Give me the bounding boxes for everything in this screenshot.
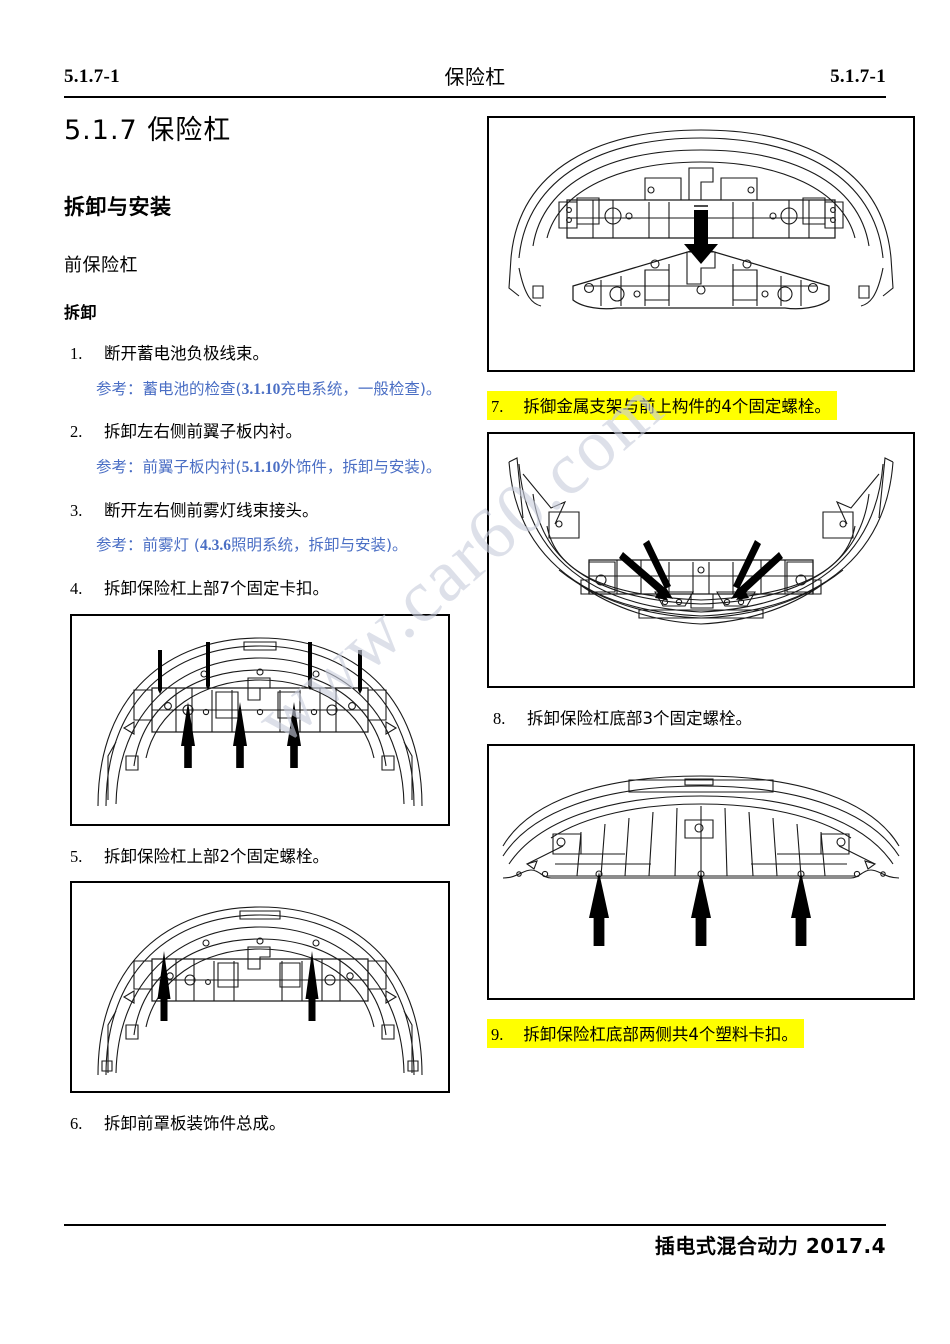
step-text: 拆卸左右侧前翼子板内衬。: [104, 422, 302, 442]
heading-front-bumper: 前保险杠: [64, 255, 138, 276]
step-number: 4.: [70, 578, 83, 598]
step-number: 5.: [70, 846, 83, 866]
figure-top-right: [487, 116, 915, 372]
reference-note[interactable]: 参考：前雾灯 (4.3.6照明系统，拆卸与安装)。: [64, 534, 464, 558]
figure-step4: [70, 613, 450, 826]
reference-note[interactable]: 参考：蓄电池的检查(3.1.10充电系统，一般检查)。: [64, 378, 464, 402]
step-text: 拆卸保险杠上部7个固定卡扣。: [104, 578, 329, 598]
step-item: 1. 断开蓄电池负极线束。: [64, 342, 464, 367]
heading-removal-install: 拆卸与安装: [64, 195, 172, 219]
step-text: 断开蓄电池负极线束。: [104, 344, 269, 363]
step-item: 6. 拆卸前罩板装饰件总成。: [64, 1112, 464, 1137]
step-item: 4. 拆卸保险杠上部7个固定卡扣。: [64, 577, 464, 602]
step-item: 2. 拆卸左右侧前翼子板内衬。: [64, 420, 464, 445]
step-item: 5. 拆卸保险杠上部2个固定螺栓。: [64, 845, 464, 870]
step-text: 拆卸保险杠底部3个固定螺栓。: [527, 709, 752, 728]
step-item: 8. 拆卸保险杠底部3个固定螺栓。: [487, 707, 917, 732]
step-number: 6.: [70, 1114, 83, 1134]
step-item: 3. 断开左右侧前雾灯线束接头。: [64, 499, 464, 524]
left-column: 5.1.7 保险杠 拆卸与安装 前保险杠 拆卸 1. 断开蓄电池负极线束。 参考…: [64, 104, 464, 1137]
step-text: 拆卸保险杠上部2个固定螺栓。: [104, 846, 329, 866]
heading-removal: 拆卸: [64, 303, 98, 322]
step-number: 1.: [70, 344, 83, 363]
footer-rule: [64, 1224, 886, 1226]
reference-prefix: 参考：前翼子板内衬(: [96, 458, 242, 477]
step-7-wrapper: 7. 拆御金属支架与前上构件的4个固定螺栓。: [487, 391, 917, 420]
step-item-highlighted: 7. 拆御金属支架与前上构件的4个固定螺栓。: [487, 391, 837, 420]
step-number: 8.: [493, 709, 506, 728]
reference-code: 3.1.10: [241, 380, 281, 398]
step-text: 拆御金属支架与前上构件的4个固定螺栓。: [523, 397, 831, 416]
step-number: 3.: [70, 500, 83, 520]
reference-code: 5.1.10: [241, 459, 281, 477]
right-column: 7. 拆御金属支架与前上构件的4个固定螺栓。: [487, 104, 917, 1048]
step-number: 9.: [491, 1024, 504, 1044]
page-header: 5.1.7-1 保险杠 5.1.7-1: [64, 64, 886, 98]
figure-step8: [487, 743, 915, 1000]
header-left-code: 5.1.7-1: [64, 66, 120, 87]
page-title: 5.1.7 保险杠: [64, 115, 232, 146]
step-number: 7.: [491, 397, 504, 416]
step-text: 拆卸保险杠底部两侧共4个塑料卡扣。: [523, 1024, 798, 1044]
reference-prefix: 参考：蓄电池的检查(: [96, 379, 242, 398]
reference-code: 4.3.6: [199, 537, 231, 555]
header-rule: [64, 96, 886, 98]
reference-prefix: 参考：前雾灯 (: [96, 536, 200, 555]
step-item-highlighted: 9. 拆卸保险杠底部两侧共4个塑料卡扣。: [487, 1018, 804, 1048]
step-number: 2.: [70, 422, 83, 442]
figure-step7: [487, 432, 915, 688]
reference-suffix: 外饰件，拆卸与安装)。: [280, 458, 442, 477]
step-text: 断开左右侧前雾灯线束接头。: [104, 500, 319, 520]
footer-text: 插电式混合动力 2017.4: [654, 1234, 886, 1258]
reference-suffix: 照明系统，拆卸与安装)。: [230, 536, 408, 555]
step-9-wrapper: 9. 拆卸保险杠底部两侧共4个塑料卡扣。: [487, 1018, 917, 1048]
step-text: 拆卸前罩板装饰件总成。: [104, 1114, 286, 1134]
header-title: 保险杠: [444, 65, 506, 89]
reference-note[interactable]: 参考：前翼子板内衬(5.1.10外饰件，拆卸与安装)。: [64, 456, 464, 480]
figure-step5: [70, 881, 450, 1094]
header-right-code: 5.1.7-1: [830, 66, 886, 87]
reference-suffix: 充电系统，一般检查)。: [280, 379, 442, 398]
